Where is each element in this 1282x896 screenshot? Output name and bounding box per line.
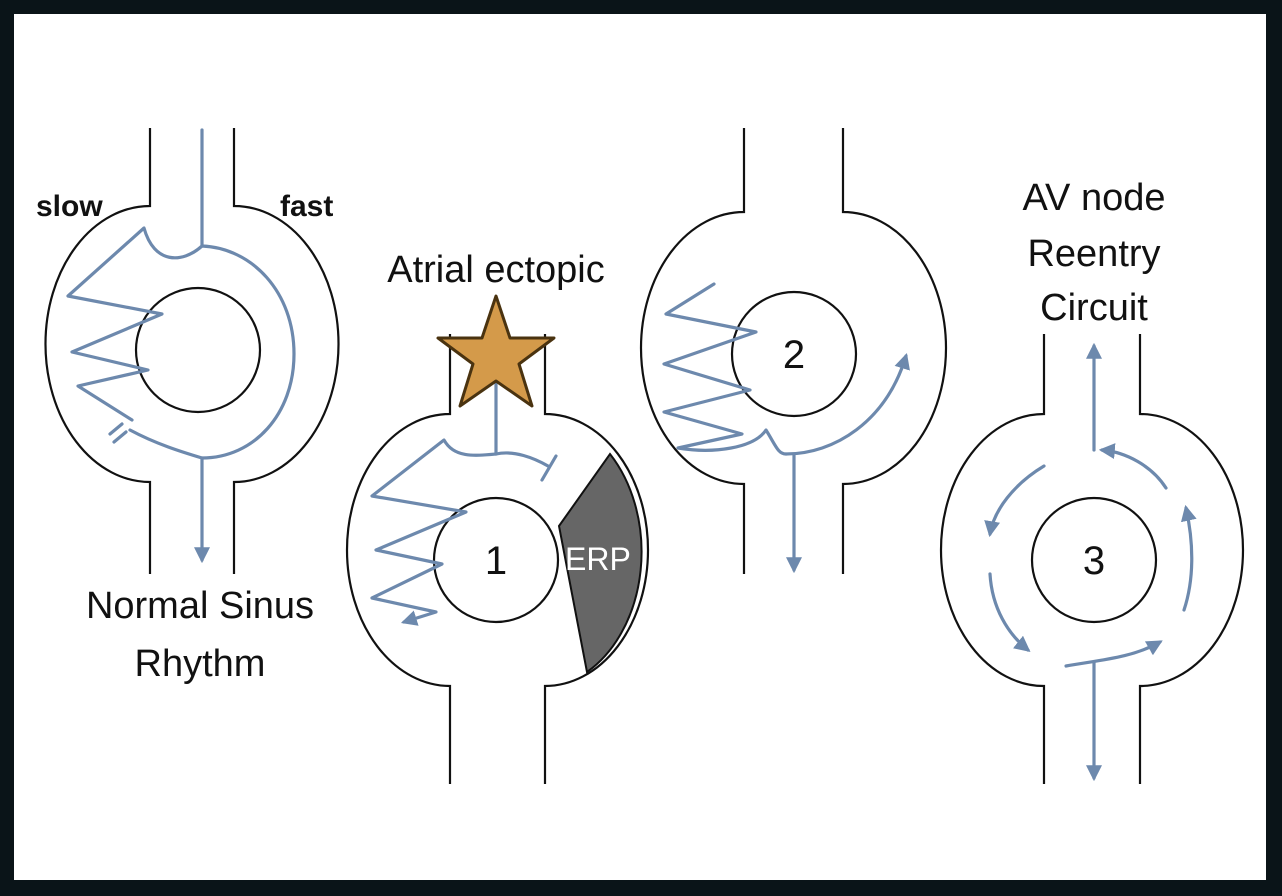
atrial-ectopic-label: Atrial ectopic [387,249,605,291]
av-reentry-label-line1: AV node [1023,177,1166,219]
step-1-number: 1 [485,539,507,583]
normal-sinus-label-line2: Rhythm [135,643,266,685]
panel-step-2: 2 [639,128,948,574]
central-hub [134,286,262,414]
central-hub [432,496,560,624]
erp-region [557,452,643,674]
impulse-pathways [662,282,910,574]
av-reentry-label-line2: Reentry [1027,233,1160,275]
av-node-outline [345,334,650,784]
slow-pathway-label: slow [36,190,103,223]
step-3-number: 3 [1083,539,1105,583]
av-node-outline [939,334,1245,784]
star-icon [436,294,556,408]
panel-step-3: AV node Reentry Circuit 3 [939,177,1245,784]
av-node-outline [44,128,340,574]
normal-sinus-label-line1: Normal Sinus [86,585,314,627]
central-hub [1030,496,1158,624]
central-hub [730,290,858,418]
impulse-pathways [984,342,1197,782]
step-2-number: 2 [783,333,805,377]
av-node-outline [639,128,948,574]
diagram-canvas: slow fast Normal Sinus Rhythm Atrial ect… [14,14,1266,880]
av-reentry-label-line3: Circuit [1040,287,1148,329]
erp-label: ERP [565,541,631,577]
impulse-pathways [66,128,296,564]
panel-step-1: Atrial ectopic 1 ERP [345,249,650,784]
av-node-reentry-diagram: slow fast Normal Sinus Rhythm Atrial ect… [36,128,1245,784]
fast-pathway-label: fast [280,190,333,223]
panel-normal-sinus: slow fast Normal Sinus Rhythm [36,128,340,685]
